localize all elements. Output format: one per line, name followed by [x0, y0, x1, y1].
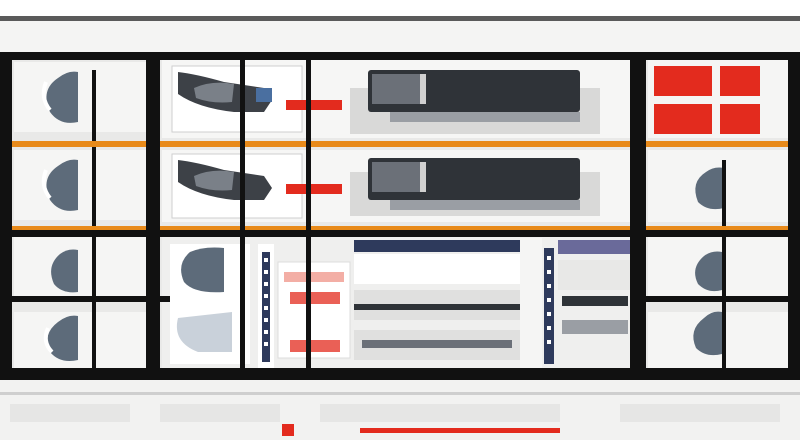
top-band: [0, 0, 800, 18]
left-fan-column: [14, 62, 146, 374]
drive-icon: [178, 72, 272, 112]
cable-icon: [262, 252, 270, 362]
floor-red-marker: [282, 424, 294, 436]
orange-rails: [0, 141, 800, 232]
fan-icon: [41, 71, 78, 123]
fan-icon: [51, 249, 78, 293]
top-shelf: [0, 21, 800, 55]
top-rail: [0, 16, 800, 21]
fan-icon: [181, 247, 224, 293]
center-modules: [162, 60, 632, 376]
fan-icon: [693, 311, 722, 356]
red-indicator: [286, 100, 342, 110]
floor: [0, 380, 800, 440]
red-indicator: [286, 184, 342, 194]
fan-icon: [695, 251, 722, 292]
fan-icon: [43, 315, 78, 361]
right-column: [648, 60, 788, 374]
cable-icon: [544, 248, 554, 364]
fan-icon: [41, 159, 78, 211]
floor-red-line: [360, 428, 560, 433]
red-panel-icon: [654, 66, 760, 134]
rack-frame: [0, 52, 800, 392]
fan-icon: [695, 167, 724, 210]
drive-icon: [178, 160, 272, 200]
